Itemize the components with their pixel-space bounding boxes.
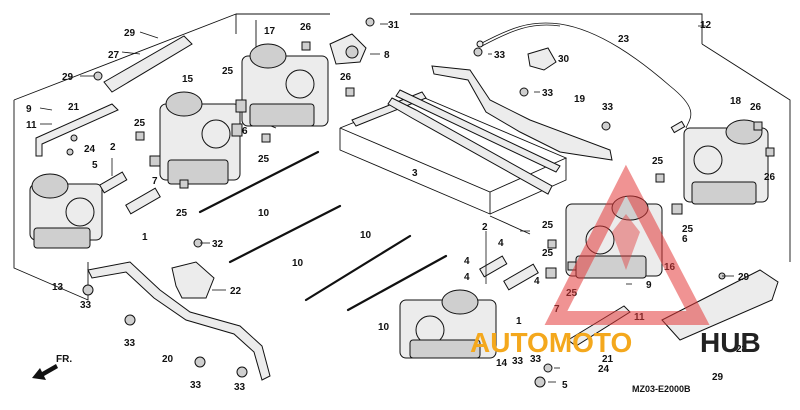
callout-27: 27 [108,50,120,61]
choke-cable [476,22,692,134]
callout-9-left: 9 [26,104,32,115]
watermark-text-secondary: HUB [700,327,761,358]
callout-29-a: 29 [124,28,136,39]
carburetors [29,43,769,359]
callout-24-left: 24 [84,144,96,155]
callout-21-left: 21 [68,102,80,113]
callout-13: 13 [52,282,64,293]
callout-4-c: 4 [464,272,470,283]
carburetor-15 [159,91,241,185]
callout-22: 22 [230,286,242,297]
callout-25-e: 25 [542,220,554,231]
callout-33-c: 33 [602,102,614,113]
callout-6-right: 6 [682,234,688,245]
callout-25-d: 25 [176,208,188,219]
callout-15: 15 [182,74,194,85]
callout-29-c: 29 [738,272,750,283]
carburetor-17 [241,43,329,127]
callout-1-left: 1 [142,232,148,243]
callout-8: 8 [384,50,390,61]
callout-28: 28 [736,344,748,355]
callout-12: 12 [700,20,712,31]
callout-10-b: 10 [292,258,304,269]
callout-32: 32 [212,239,224,250]
callout-25-h: 25 [652,156,664,167]
callout-10-c: 10 [360,230,372,241]
carburetor-14 [399,289,497,359]
arrow-icon [32,364,58,380]
front-direction-indicator: FR. [32,354,72,380]
callout-10-a: 10 [258,208,270,219]
callout-4-d: 4 [534,276,540,287]
callout-25-b: 25 [222,66,234,77]
callout-18: 18 [730,96,742,107]
callout-23: 23 [618,34,630,45]
callout-33-f: 33 [190,380,202,391]
callout-29-b: 29 [62,72,74,83]
small-parts [66,17,775,388]
callout-25-a: 25 [134,118,146,129]
callout-26-b: 26 [340,72,352,83]
callout-6-left: 6 [242,126,248,137]
callout-11-left: 11 [26,120,37,131]
callout-14: 14 [496,358,508,369]
callout-25-f: 25 [542,248,554,259]
callout-25-c: 25 [258,154,270,165]
callout-2-right: 2 [482,222,488,233]
callout-25-i: 25 [682,224,694,235]
callout-30: 30 [558,54,570,65]
callout-5-left: 5 [92,160,98,171]
callout-4-a: 4 [498,238,504,249]
callout-33-b: 33 [542,88,554,99]
diagram-code: MZ03-E2000B [632,384,691,394]
callout-19: 19 [574,94,586,105]
callout-33-i: 33 [530,354,542,365]
callout-33-e: 33 [124,338,136,349]
callout-33-g: 33 [234,382,246,393]
watermark-triangle [544,164,710,325]
callout-26-a: 26 [300,22,312,33]
callout-31: 31 [388,20,400,31]
callout-21-right: 21 [602,354,614,365]
callout-2-left: 2 [110,142,116,153]
callout-3: 3 [412,168,418,179]
callout-20: 20 [162,354,174,365]
carburetor-18 [683,119,769,205]
callout-24-right: 24 [598,364,610,375]
callout-17: 17 [264,26,276,37]
callout-7-left: 7 [152,176,158,187]
callout-26-c: 26 [750,102,762,113]
connecting-rods [198,150,448,312]
callout-10-d: 10 [378,322,390,333]
leader-lines [39,23,734,383]
callout-33-a: 33 [494,50,506,61]
callout-33-h: 33 [512,356,524,367]
callout-33-d: 33 [80,300,92,311]
callout-5-right: 5 [562,380,568,391]
carburetor-13 [29,173,103,249]
callout-9-right: 9 [646,280,652,291]
callout-4-b: 4 [464,256,470,267]
front-label: FR. [56,354,72,365]
throttle-link-plate [351,89,561,195]
watermark-logo: AUTOMOTO HUB [470,164,761,358]
callout-29-d: 29 [712,372,724,383]
callout-26-d: 26 [764,172,776,183]
callout-1-right: 1 [516,316,522,327]
watermark-text-primary: AUTOMOTO [470,327,632,358]
